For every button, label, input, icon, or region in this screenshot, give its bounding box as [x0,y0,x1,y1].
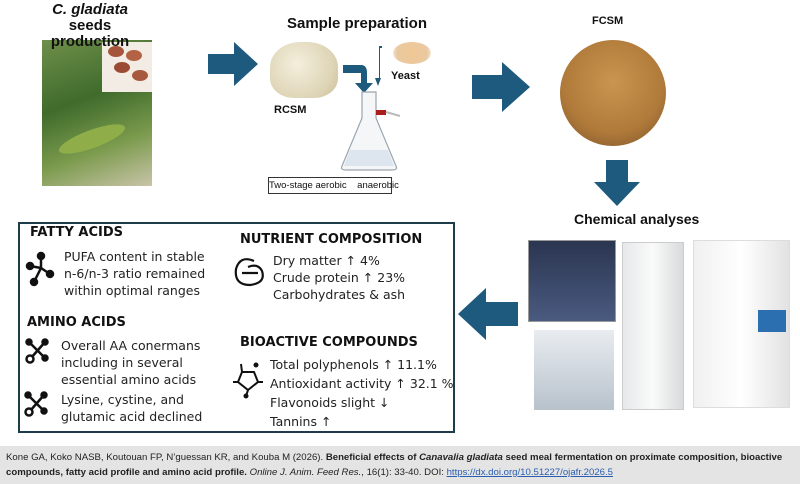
flow-arrow-down [594,160,640,206]
amino-acids-item1-text: Overall AA conermans including in severa… [61,337,200,388]
fatty-acids-text: PUFA content in stable n-6/n-3 ratio rem… [64,248,205,299]
molecule-icon [25,251,55,287]
rcsm-label: RCSM [274,104,307,116]
amino-acids-line: including in several [61,355,183,370]
fatty-acids-line: n-6/n-3 ratio remained [64,266,206,281]
citation-volume: , 16(1): 33-40. DOI: [361,467,447,478]
nutrient-swirl-icon [234,258,264,287]
citation-title-part1: Beneficial effects of [325,452,420,463]
amino-acids-line: Overall AA conermans [61,338,201,353]
citation-journal: Online J. Anim. Feed Res. [249,467,362,478]
amino-acids-title: AMINO ACIDS [27,315,126,330]
amino-acids-line: essential amino acids [61,372,197,387]
seed-plant-photo [42,40,152,186]
bioactive-line: Antioxidant activity ↑ 32.1 % [270,376,454,391]
species-name: C. gladiata [52,1,128,18]
flow-arrow-right-2 [472,62,530,112]
flow-arrow-right-1 [208,42,258,86]
fermentation-flask-icon [340,91,401,171]
amino-acids-item2-text: Lysine, cystine, and glutamic acid decli… [61,391,202,425]
bioactive-line: Total polyphenols ↑ 11.1% [270,357,437,372]
fatty-acids-line: PUFA content in stable [64,249,205,264]
fcsm-dish-image [560,40,666,146]
citation-title-part2: seed meal fermentation on proximate comp… [6,452,783,478]
seeds-production-title: C. gladiata seeds production [30,2,150,50]
bioactive-compounds-title: BIOACTIVE COMPOUNDS [240,335,418,350]
fatty-acids-title: FATTY ACIDS [30,225,124,240]
bioactive-compounds-text: Total polyphenols ↑ 11.1% Antioxidant ac… [270,355,454,431]
flow-arrow-left [458,288,518,340]
lab-instruments-images [528,240,790,412]
chemical-analyses-title: Chemical analyses [574,211,700,227]
amino-acid-molecule-icon [24,391,48,417]
bioactive-line: Flavonoids slight ↓ [270,395,390,410]
citation-bar: Kone GA, Koko NASB, Koutouan FP, N’guess… [0,446,800,484]
citation-title-species: Canavalia gladiata [419,452,503,463]
yeast-to-flask-arrow [375,46,382,86]
citation-authors: Kone GA, Koko NASB, Koutouan FP, N’guess… [6,452,326,463]
nutrient-composition-text: Dry matter ↑ 4% Crude protein ↑ 23% Carb… [273,252,405,303]
citation-title: Beneficial effects of Canavalia gladiata… [6,452,782,478]
phenolic-ring-icon [233,362,263,399]
doi-link[interactable]: https://dx.doi.org/10.51227/ojafr.2026.5 [446,467,613,478]
seeds-title-line2: production [50,33,130,50]
fcsm-label: FCSM [592,15,624,27]
fermentation-caption: Two-stage aerobic anaerobic [268,177,399,194]
seeds-title-rest: seeds [68,17,112,34]
sample-preparation-title: Sample preparation [286,15,428,32]
amino-acids-line: Lysine, cystine, and [61,392,184,407]
amino-acids-line: glutamic acid declined [61,409,203,424]
yeast-label: Yeast [391,70,420,82]
nutrient-line: Crude protein ↑ 23% [273,270,406,285]
nutrient-composition-title: NUTRIENT COMPOSITION [240,232,423,247]
rcsm-powder-image [270,42,338,98]
fatty-acids-line: within optimal ranges [64,283,200,298]
results-summary-box [18,222,455,433]
bioactive-line: Tannins ↑ [270,414,332,429]
amino-acid-molecule-icon [25,338,49,364]
rcsm-to-flask-arrow [343,65,373,93]
nutrient-line: Carbohydrates & ash [273,287,406,302]
nutrient-line: Dry matter ↑ 4% [273,253,380,268]
yeast-powder-image [393,42,431,64]
